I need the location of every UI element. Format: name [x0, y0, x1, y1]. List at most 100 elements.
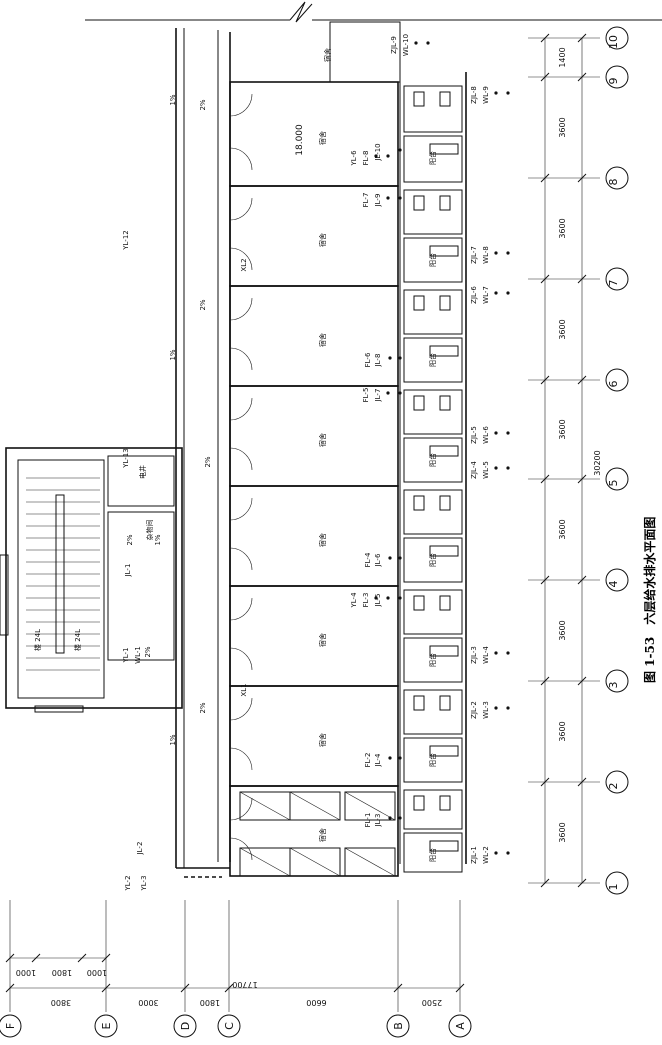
column-axis-label: 10: [607, 35, 620, 49]
balcony: [403, 832, 463, 873]
column-axis-label: 7: [607, 280, 620, 287]
row-axis-label: F: [4, 1023, 17, 1029]
room-label-dorm: 宿舍: [318, 828, 327, 842]
figure-caption: 图 1-53 六层给水排水平面图: [642, 517, 657, 683]
pipe-label: FL-4: [364, 552, 372, 567]
slope-label: 1%: [169, 349, 177, 360]
room-label-dorm: 宿舍: [318, 131, 327, 145]
balcony: [403, 537, 463, 583]
door-swing: [229, 547, 253, 571]
row-axis-label: A: [454, 1022, 467, 1030]
door-swing: [229, 747, 253, 771]
slope-label: 1%: [154, 534, 162, 545]
storage-cross: [344, 791, 396, 821]
dimension-tick: [540, 173, 550, 183]
column-dimension-text: 3600: [558, 620, 567, 640]
row-axis-bubble: [0, 1014, 22, 1038]
slope-label: 2%: [199, 299, 207, 310]
dimension-tick: [540, 575, 550, 585]
pipe-riser-dot: [386, 596, 390, 600]
pipe-label: WL-3: [482, 701, 490, 719]
bathroom: [403, 289, 463, 335]
row-axis-label: C: [223, 1022, 236, 1030]
toilet-fixture: [439, 495, 451, 511]
column-dimension-text: 3600: [558, 319, 567, 339]
row-total-dimension: 17700: [232, 980, 257, 989]
pipe-label: FL-3: [362, 593, 370, 608]
storage-box: [289, 847, 341, 877]
pipe-riser-dot: [506, 851, 510, 855]
dimension-tick: [101, 953, 111, 963]
stair-inner: [17, 459, 105, 699]
door-swing: [229, 797, 253, 821]
room-label-balcony: 阳台: [428, 253, 437, 267]
dimension-tick: [577, 375, 587, 385]
dimension-tick: [577, 274, 587, 284]
toilet-fixture: [413, 295, 425, 311]
sink-fixture: [429, 245, 459, 257]
pipe-label: FL-6: [364, 352, 372, 367]
pipe-label: FL-2: [364, 753, 372, 768]
room-label-balcony: 阳台: [428, 553, 437, 567]
dimension-tick: [577, 777, 587, 787]
column-dimension-text: 3600: [558, 822, 567, 842]
column-axis-bubble: [605, 568, 629, 592]
dimension-tick: [577, 173, 587, 183]
column-dimension-text: 1400: [558, 47, 567, 67]
slope-label: 1%: [169, 734, 177, 745]
bathroom: [403, 489, 463, 535]
bathroom: [403, 85, 463, 133]
storage-box: [344, 791, 396, 821]
column-total-dimension: 30200: [593, 450, 602, 475]
row-dimension-text: 1800: [200, 998, 220, 1007]
column-axis-bubble: [605, 267, 629, 291]
dimension-tick: [101, 983, 111, 993]
door-swing: [229, 347, 253, 371]
pipe-riser-dot: [374, 154, 378, 158]
room-label-closet: 杂物间: [145, 520, 154, 541]
room-label-dorm: 宿舍: [318, 533, 327, 547]
pipe-label: YL-4: [350, 592, 358, 609]
dimension-tick: [577, 474, 587, 484]
dorm-room: [229, 81, 399, 187]
slope-label: 1%: [169, 94, 177, 105]
door-swing: [229, 93, 253, 117]
pipe-label: WL-4: [482, 646, 490, 664]
pipe-riser-dot: [506, 91, 510, 95]
dimension-tick: [540, 72, 550, 82]
door-swing: [229, 147, 253, 171]
column-dimension-text: 3600: [558, 721, 567, 741]
column-dimension-text: 3600: [558, 419, 567, 439]
pipe-label: JL-6: [374, 553, 382, 567]
pipe-label: JL-1: [124, 564, 132, 578]
row-axis-label: E: [100, 1022, 113, 1029]
pipe-riser-dot: [506, 651, 510, 655]
toilet-fixture: [413, 795, 425, 811]
dimension-tick: [577, 72, 587, 82]
pipe-label: FL-1: [364, 813, 372, 828]
column-axis-label: 4: [607, 581, 620, 588]
room-label-stair: 楼 24L: [73, 629, 82, 651]
door-swing: [229, 837, 253, 861]
room-label-dorm: 宿舍: [318, 433, 327, 447]
pipe-label: YL-13: [122, 448, 130, 469]
room-label-balcony: 阳台: [428, 353, 437, 367]
dimension-tick: [455, 983, 465, 993]
pipe-riser-dot: [388, 816, 392, 820]
pipe-label: JL-8: [374, 354, 382, 368]
row-axis-bubble: [94, 1014, 118, 1038]
pipe-riser-dot: [398, 196, 402, 200]
pipe-riser-dot: [506, 466, 510, 470]
pipe-riser-dot: [494, 706, 498, 710]
elevation-mark: 18.000: [295, 124, 305, 156]
dimension-lines: 3600360036003600360036003600360014003020…: [5, 33, 602, 1007]
pipe-label: WL-5: [482, 461, 490, 479]
room-label-electric-well: 电井: [138, 465, 147, 479]
pipe-riser-dot: [494, 466, 498, 470]
row-axis-bubble: [448, 1014, 472, 1038]
end-room: [329, 21, 401, 83]
bathroom: [403, 789, 463, 830]
storage-cross: [239, 791, 291, 821]
door-swing: [229, 247, 253, 271]
